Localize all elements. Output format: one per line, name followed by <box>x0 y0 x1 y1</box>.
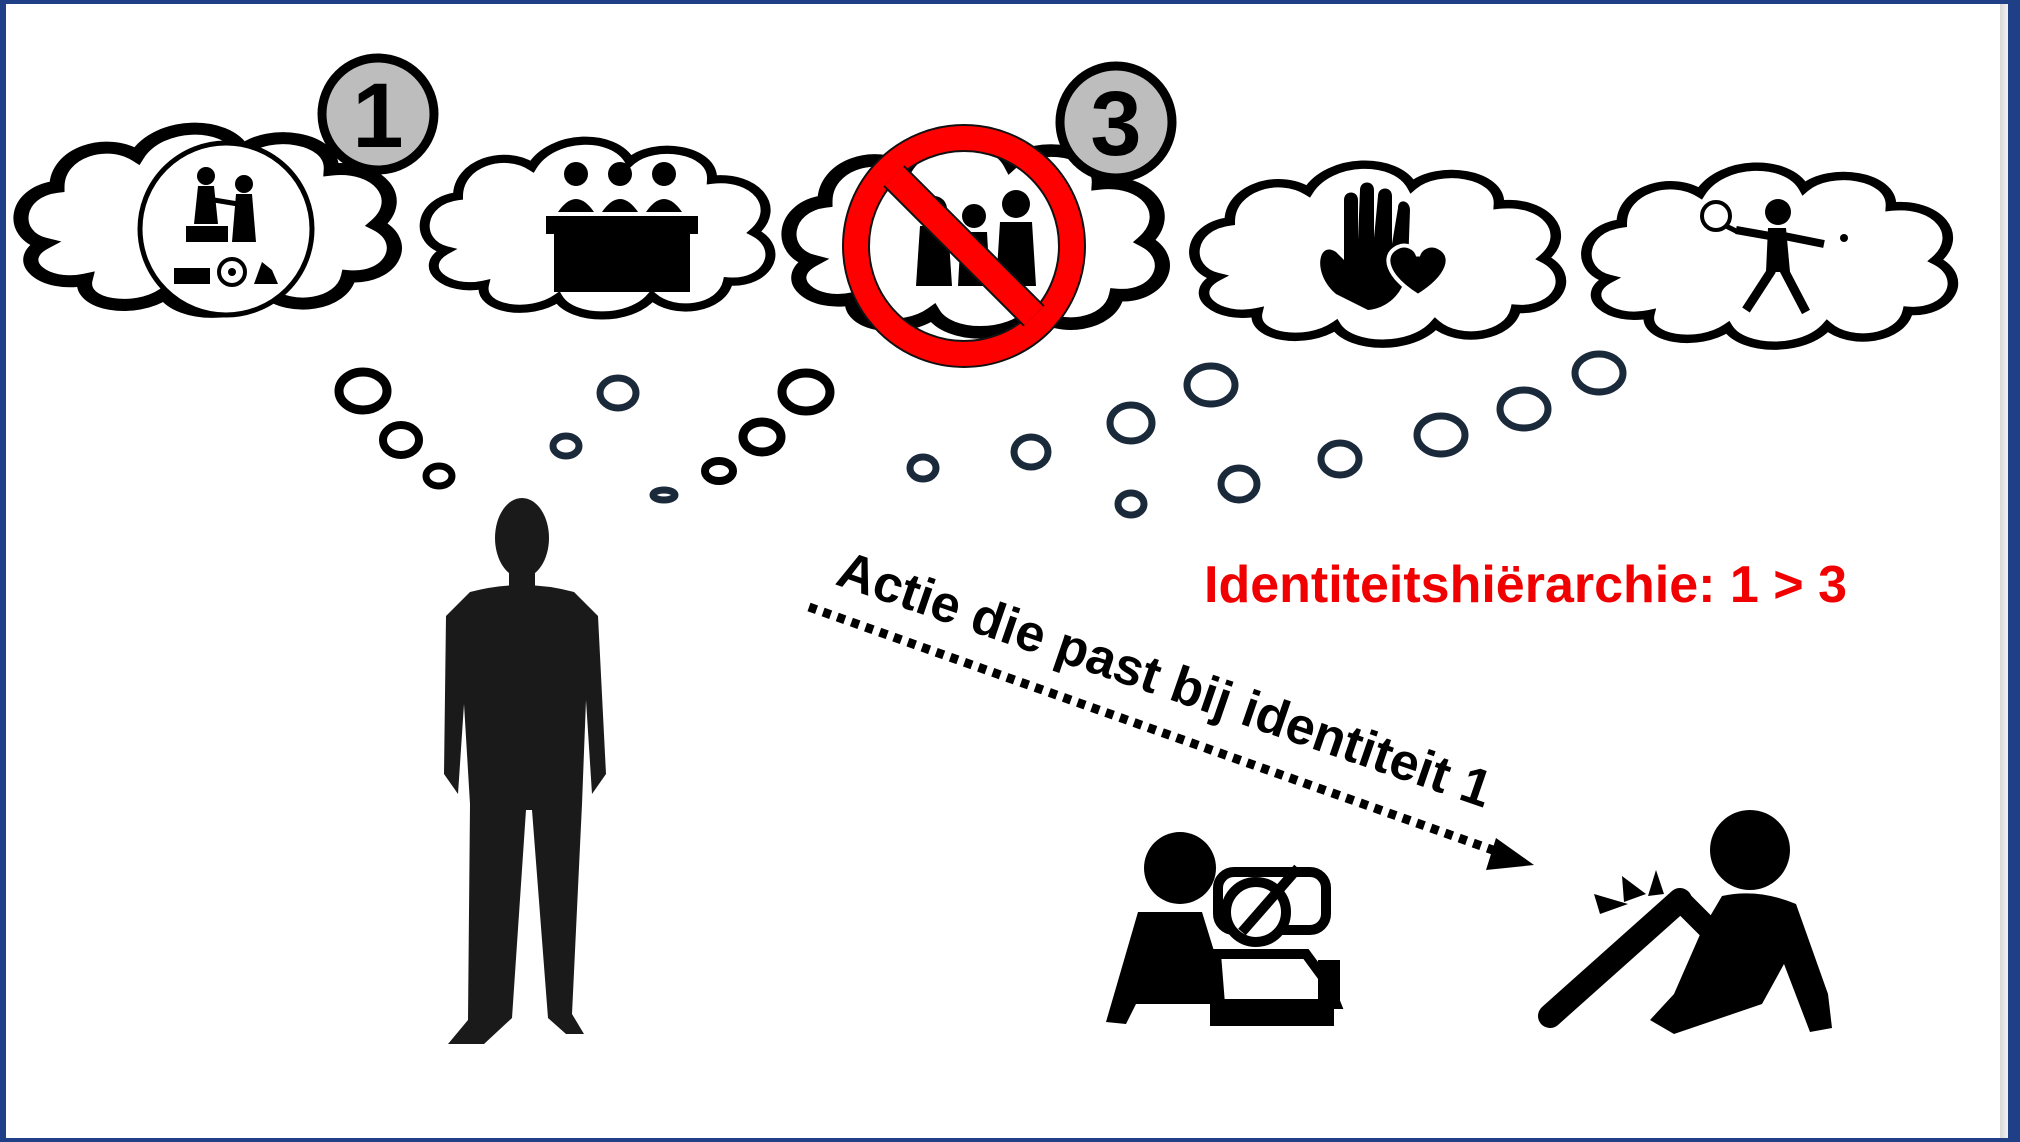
badge-3-label: 3 <box>1090 73 1141 175</box>
action-arrow <box>807 602 1534 870</box>
jury-panel-icon <box>546 162 698 292</box>
badge-1-label: 1 <box>352 65 403 167</box>
standing-man-silhouette-icon <box>444 498 606 1044</box>
prohibited-sign-icon <box>842 124 1086 368</box>
tennis-player-icon <box>1700 199 1848 315</box>
identity-career-icon <box>137 140 315 318</box>
person-holding-injured-knee-icon <box>1538 810 1832 1034</box>
badge-1: 1 <box>317 53 439 175</box>
thought-bubbles <box>334 350 1627 519</box>
thought-cloud-2 <box>425 141 771 316</box>
diagram-canvas: 1 3 Identiteitshiërarchie: 1 > 3 Actie d <box>6 4 2008 1138</box>
thought-cloud-4 <box>1194 165 1561 344</box>
identity-hierarchy-diagram: 1 3 Identiteitshiërarchie: 1 > 3 Actie d <box>6 53 2008 1044</box>
thought-cloud-1 <box>21 129 394 315</box>
thought-cloud-3 <box>789 124 1162 368</box>
thought-cloud-5 <box>1586 167 1953 346</box>
identity-hierarchy-label: Identiteitshiërarchie: 1 > 3 <box>1204 556 1847 614</box>
helping-hand-heart-icon <box>1320 182 1450 310</box>
badge-3: 3 <box>1055 61 1177 183</box>
person-visiting-bedside-icon <box>1106 832 1344 1026</box>
frame-edge <box>2000 4 2008 1138</box>
